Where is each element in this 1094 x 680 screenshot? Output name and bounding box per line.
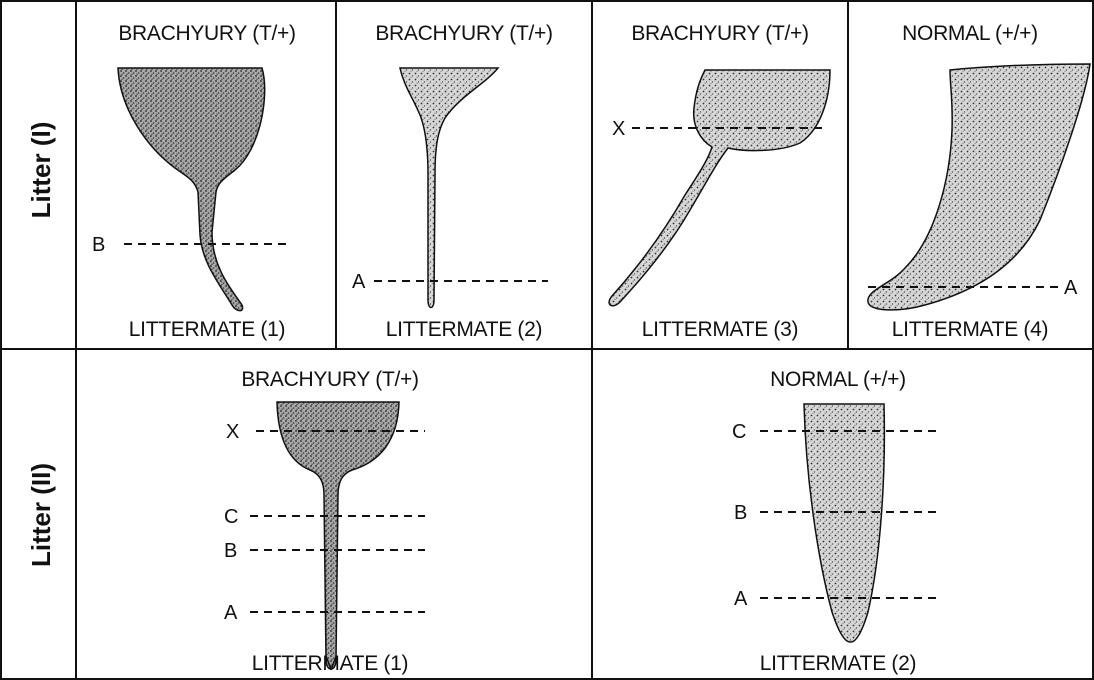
marker-label: B: [734, 502, 747, 524]
marker-label: A: [224, 602, 238, 624]
panel-littermate-1-row2: BRACHYURY (T/+) X C B A LITTERMATE (1): [224, 368, 425, 675]
embryo-shape: [868, 64, 1090, 310]
panel-littermate-2-row1: BRACHYURY (T/+) A LITTERMATE (2): [352, 22, 553, 341]
marker-label: A: [734, 588, 748, 610]
panel-title: BRACHYURY (T/+): [241, 368, 418, 391]
panel-caption: LITTERMATE (4): [892, 318, 1048, 341]
panel-caption: LITTERMATE (3): [642, 318, 798, 341]
panel-title: NORMAL (+/+): [770, 368, 906, 391]
marker-label: B: [92, 234, 105, 256]
panel-title: BRACHYURY (T/+): [631, 22, 808, 45]
embryo-shape: [118, 68, 265, 311]
row-label-litter-2: Litter (II): [26, 463, 56, 567]
panel-littermate-3-row1: BRACHYURY (T/+) X LITTERMATE (3): [609, 22, 830, 341]
panel-title: NORMAL (+/+): [902, 22, 1038, 45]
panel-caption: LITTERMATE (2): [386, 318, 542, 341]
marker-label: X: [226, 421, 239, 443]
panel-title: BRACHYURY (T/+): [118, 22, 295, 45]
marker-label: C: [224, 506, 238, 528]
panel-title: BRACHYURY (T/+): [375, 22, 552, 45]
marker-label: C: [732, 421, 746, 443]
marker-label: A: [352, 271, 366, 293]
panel-littermate-2-row2: NORMAL (+/+) C B A LITTERMATE (2): [732, 368, 936, 675]
row-label-litter-1: Litter (I): [26, 122, 56, 219]
panel-littermate-1-row1: BRACHYURY (T/+) B LITTERMATE (1): [92, 22, 296, 341]
panel-caption: LITTERMATE (1): [129, 318, 285, 341]
marker-label: B: [224, 540, 237, 562]
embryo-shape: [609, 70, 830, 306]
marker-label: X: [612, 118, 625, 140]
embryo-shape: [277, 402, 399, 669]
embryo-shape: [400, 68, 498, 308]
panel-caption: LITTERMATE (1): [252, 652, 408, 675]
embryo-shape: [804, 404, 884, 642]
panel-caption: LITTERMATE (2): [760, 652, 916, 675]
panel-littermate-4-row1: NORMAL (+/+) A LITTERMATE (4): [868, 22, 1090, 341]
marker-label: A: [1064, 277, 1078, 299]
